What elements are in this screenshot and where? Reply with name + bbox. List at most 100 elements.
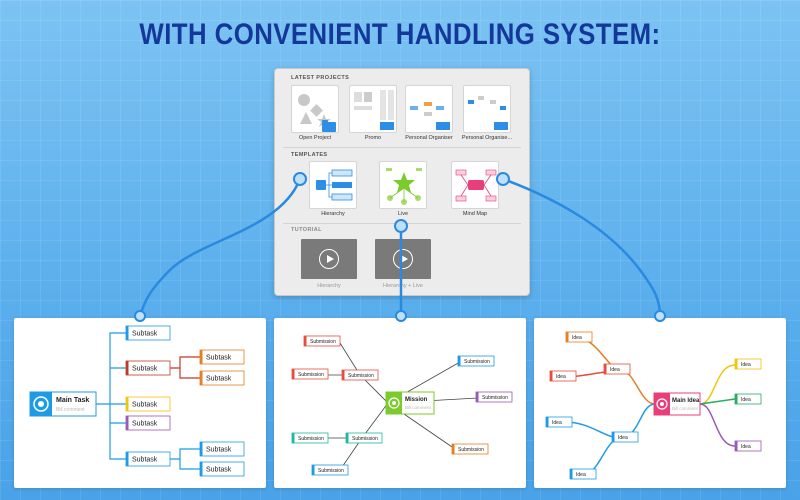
submission-node[interactable]: Submission <box>303 335 341 347</box>
open-project-thumbnail[interactable] <box>291 85 339 133</box>
mindmap-diagram: Main Idea Bill comment <box>564 337 736 475</box>
subtask-node-label: Subtask <box>132 330 158 337</box>
subtask-node[interactable]: Subtask <box>199 461 245 477</box>
idea-node[interactable]: Idea <box>611 431 639 443</box>
main-idea-comment: Bill comment <box>672 406 699 411</box>
idea-node-label: Idea <box>741 397 751 403</box>
main-task-label: Main Task <box>56 397 89 404</box>
connector-handle[interactable] <box>395 310 407 322</box>
template-label: Hierarchy <box>321 211 345 217</box>
tutorial-title: TUTORIAL <box>291 227 322 233</box>
idea-node[interactable]: Idea <box>734 393 762 405</box>
subtask-node-label: Subtask <box>206 354 232 361</box>
latest-projects-title: LATEST PROJECTS <box>291 75 350 81</box>
submission-node[interactable]: Submission <box>341 369 379 381</box>
promo-project-thumbnail[interactable] <box>349 85 397 133</box>
section-divider <box>283 147 521 148</box>
subtask-node-label: Subtask <box>206 446 232 453</box>
idea-node[interactable]: Idea <box>734 440 762 452</box>
project-preview-icon <box>410 102 450 130</box>
connector-handle[interactable] <box>394 219 408 233</box>
idea-node-label: Idea <box>741 362 751 368</box>
project-preview-icon <box>468 96 508 130</box>
open-project-icon <box>298 94 336 132</box>
connector-line <box>502 177 662 317</box>
subtask-node-label: Subtask <box>132 365 158 372</box>
page-headline: WITH CONVENIENT HANDLING SYSTEM: <box>139 18 661 51</box>
template-label: Live <box>397 211 409 217</box>
idea-node[interactable]: Idea <box>549 370 577 382</box>
subtask-node[interactable]: Subtask <box>125 396 171 412</box>
hierarchy-diagram: Main Task Bill comment <box>29 332 200 470</box>
personal-organiser-2-thumbnail[interactable] <box>463 85 511 133</box>
connector-handle[interactable] <box>654 310 666 322</box>
tutorial-video-hierarchy-live[interactable] <box>375 239 431 279</box>
subtask-node[interactable]: Subtask <box>199 441 245 457</box>
idea-node[interactable]: Idea <box>603 363 631 375</box>
subtask-node-label: Subtask <box>132 401 158 408</box>
submission-node-label: Submission <box>348 373 374 379</box>
live-template-icon <box>386 168 422 205</box>
submission-node[interactable]: Submission <box>475 391 513 403</box>
submission-node-label: Submission <box>318 468 344 474</box>
submission-node[interactable]: Submission <box>311 464 349 476</box>
subtask-node-label: Subtask <box>206 375 232 382</box>
submission-node-label: Submission <box>482 395 508 401</box>
main-task-comment: Bill comment <box>56 407 85 413</box>
connector-line <box>138 178 302 317</box>
hierarchy-subtasks: SubtaskSubtaskSubtaskSubtaskSubtaskSubta… <box>125 325 245 477</box>
mindmap-template-icon <box>455 169 497 202</box>
tutorial-label: Hierarchy <box>317 283 341 289</box>
latest-project-label: Promo <box>364 135 382 141</box>
hierarchy-template-icon <box>316 169 353 201</box>
subtask-node[interactable]: Subtask <box>125 325 171 341</box>
mission-comment: Bill comment <box>405 405 432 410</box>
submission-node-label: Submission <box>310 339 336 345</box>
idea-node[interactable]: Idea <box>545 416 573 428</box>
main-idea-label: Main Idea <box>672 398 700 404</box>
subtask-node-label: Subtask <box>132 420 158 427</box>
live-template-thumbnail[interactable] <box>379 161 427 209</box>
personal-organiser-thumbnail[interactable] <box>405 85 453 133</box>
submission-node[interactable]: Submission <box>291 368 329 380</box>
submission-node[interactable]: Submission <box>345 432 383 444</box>
subtask-node[interactable]: Subtask <box>125 451 171 467</box>
connector-handle[interactable] <box>496 172 510 186</box>
subtask-node[interactable]: Subtask <box>125 360 171 376</box>
templates-title: TEMPLATES <box>291 152 328 158</box>
idea-node[interactable]: Idea <box>734 358 762 370</box>
latest-project-label: Open Project <box>298 135 332 141</box>
idea-node-label: Idea <box>610 367 620 373</box>
submission-node[interactable]: Submission <box>457 355 495 367</box>
subtask-node[interactable]: Subtask <box>199 370 245 386</box>
subtask-node-label: Subtask <box>206 466 232 473</box>
subtask-node-label: Subtask <box>132 456 158 463</box>
idea-node-label: Idea <box>552 420 562 426</box>
idea-node-label: Idea <box>618 435 628 441</box>
tutorial-label: Hierarchy + Live <box>383 283 423 289</box>
submission-node[interactable]: Submission <box>291 432 329 444</box>
play-icon <box>319 249 339 269</box>
connector-handle[interactable] <box>134 310 146 322</box>
idea-node-label: Idea <box>576 472 586 478</box>
idea-node-label: Idea <box>556 374 566 380</box>
subtask-node[interactable]: Subtask <box>199 349 245 365</box>
start-launcher-window: LATEST PROJECTS Open Project Promo Perso… <box>274 68 530 296</box>
template-label: Mind Map <box>462 211 488 217</box>
submission-node[interactable]: Submission <box>451 443 489 455</box>
mindmap-template-thumbnail[interactable] <box>451 161 499 209</box>
idea-node[interactable]: Idea <box>565 331 593 343</box>
project-preview-icon <box>354 90 394 130</box>
submission-node-label: Submission <box>464 359 490 365</box>
idea-node-label: Idea <box>741 444 751 450</box>
hierarchy-template-thumbnail[interactable] <box>309 161 357 209</box>
connector-handle[interactable] <box>293 172 307 186</box>
mission-label: Mission <box>405 397 428 403</box>
subtask-node[interactable]: Subtask <box>125 415 171 431</box>
submission-node-label: Submission <box>298 436 324 442</box>
tutorial-video-hierarchy[interactable] <box>301 239 357 279</box>
idea-node[interactable]: Idea <box>569 468 597 480</box>
